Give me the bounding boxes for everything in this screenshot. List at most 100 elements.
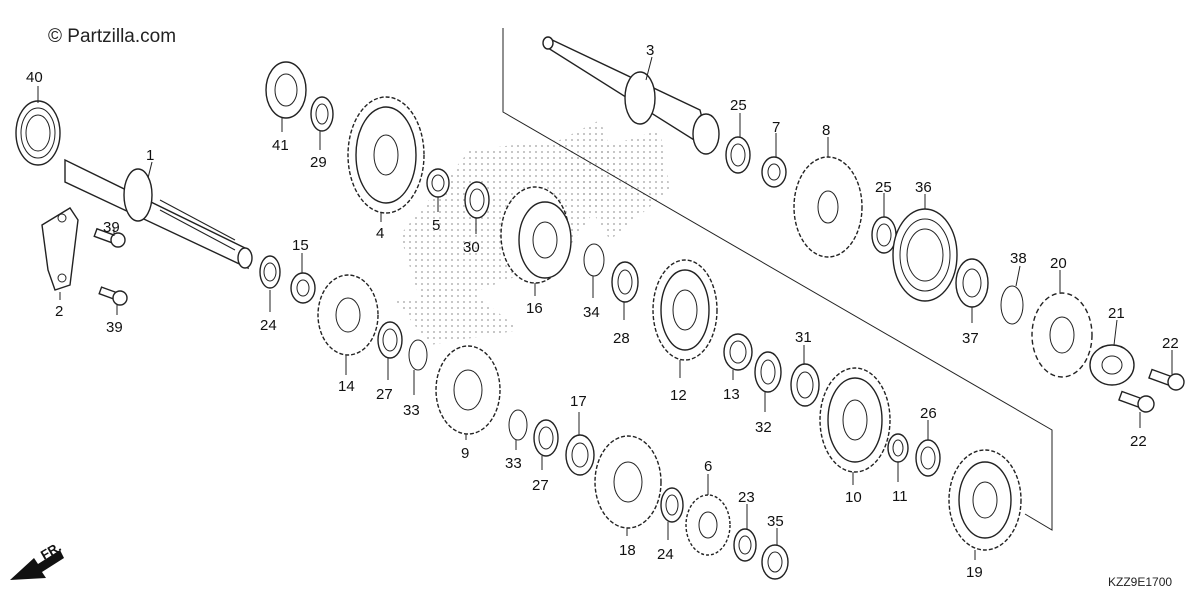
callout-label: 3 — [646, 42, 654, 59]
washer-24b — [660, 487, 684, 523]
callout-label: 24 — [260, 317, 277, 334]
bearing-40 — [15, 100, 61, 166]
bushing-15 — [290, 272, 316, 304]
callout-label: 18 — [619, 542, 636, 559]
callout-label: 14 — [338, 378, 355, 395]
bolt-39b — [98, 286, 128, 306]
callout-label: 6 — [704, 458, 712, 475]
callout-label: 33 — [403, 402, 420, 419]
bolt-22b — [1118, 390, 1155, 413]
callout-label: 2 — [55, 303, 63, 320]
washer-31 — [790, 363, 820, 407]
bearing-41 — [265, 61, 307, 119]
bolt-39a — [93, 227, 126, 248]
bushing-5 — [426, 168, 450, 198]
callout-label: 20 — [1050, 255, 1067, 272]
needle-bearing-13 — [723, 333, 753, 371]
washer-25b — [871, 216, 897, 254]
sprocket-20 — [1031, 292, 1093, 378]
callout-label: 17 — [570, 393, 587, 410]
callout-label: 27 — [532, 477, 549, 494]
callout-label: 26 — [920, 405, 937, 422]
countershaft-3 — [542, 36, 720, 155]
gear-19 — [948, 449, 1022, 551]
gear-14 — [317, 274, 379, 356]
callout-label: 23 — [738, 489, 755, 506]
callout-label: 41 — [272, 137, 289, 154]
callout-label: 35 — [767, 513, 784, 530]
callout-label: 12 — [670, 387, 687, 404]
callout-label: 7 — [772, 119, 780, 136]
washer-24a — [259, 255, 281, 289]
circlip-34 — [583, 243, 605, 277]
callout-label: 40 — [26, 69, 43, 86]
washer-27a — [377, 321, 403, 359]
callout-label: 39 — [106, 319, 123, 336]
callout-label: 38 — [1010, 250, 1027, 267]
gear-9 — [435, 345, 501, 435]
plate-21 — [1089, 344, 1135, 386]
circlip-33b — [508, 409, 528, 441]
diagram-code: KZZ9E1700 — [1108, 575, 1172, 589]
callout-label: 13 — [723, 386, 740, 403]
circlip-38 — [1000, 285, 1024, 325]
callout-label: 15 — [292, 237, 309, 254]
washer-30 — [464, 181, 490, 219]
circlip-33a — [408, 339, 428, 371]
bolt-22a — [1148, 368, 1185, 391]
bearing-35 — [761, 544, 789, 580]
washer-27b — [533, 419, 559, 457]
gear-6 — [685, 494, 731, 556]
callout-label: 25 — [875, 179, 892, 196]
callout-label: 22 — [1162, 335, 1179, 352]
callout-label: 22 — [1130, 433, 1147, 450]
callout-label: 31 — [795, 329, 812, 346]
front-direction-indicator: FR. — [10, 539, 64, 580]
callout-label: 27 — [376, 386, 393, 403]
washer-29 — [310, 96, 334, 132]
callout-label: 4 — [376, 225, 384, 242]
washer-25a — [725, 136, 751, 174]
callout-label: 19 — [966, 564, 983, 581]
washer-28 — [611, 261, 639, 303]
bearing-36 — [892, 208, 958, 302]
callout-label: 24 — [657, 546, 674, 563]
callout-label: 11 — [892, 488, 908, 505]
gear-17 — [594, 435, 662, 529]
callout-label: 21 — [1108, 305, 1125, 322]
callout-label: 1 — [146, 147, 154, 164]
callout-label: 33 — [505, 455, 522, 472]
washer-32 — [754, 351, 782, 393]
callout-label: 28 — [613, 330, 630, 347]
watermark-text: © Partzilla.com — [48, 26, 176, 47]
callout-label: 29 — [310, 154, 327, 171]
callout-label: 16 — [526, 300, 543, 317]
washer-23 — [733, 528, 757, 562]
callout-label: 9 — [461, 445, 469, 462]
gear-12 — [652, 259, 718, 361]
callout-label: 30 — [463, 239, 480, 256]
callout-label: 10 — [845, 489, 862, 506]
callout-label: 5 — [432, 217, 440, 234]
callouts: 40 1 2 39 39 41 29 4 5 30 16 34 28 12 13… — [26, 42, 1179, 581]
callout-label: 39 — [103, 219, 120, 236]
callout-label: 36 — [915, 179, 932, 196]
gear-16 — [500, 186, 572, 284]
mainshaft-1 — [64, 158, 253, 270]
washer-26 — [915, 439, 941, 477]
seal-37 — [955, 258, 989, 308]
gear-10 — [819, 367, 891, 473]
group-bracket — [502, 28, 1053, 531]
plate-2 — [41, 207, 79, 291]
callout-label: 34 — [583, 304, 600, 321]
callout-label: 37 — [962, 330, 979, 347]
bushing-11 — [887, 433, 909, 463]
gear-4 — [347, 96, 425, 214]
needle-bearing-18 — [565, 434, 595, 476]
gear-7 — [793, 156, 863, 258]
callout-label: 8 — [822, 122, 830, 139]
callout-label: 32 — [755, 419, 772, 436]
bushing-8 — [761, 156, 787, 188]
